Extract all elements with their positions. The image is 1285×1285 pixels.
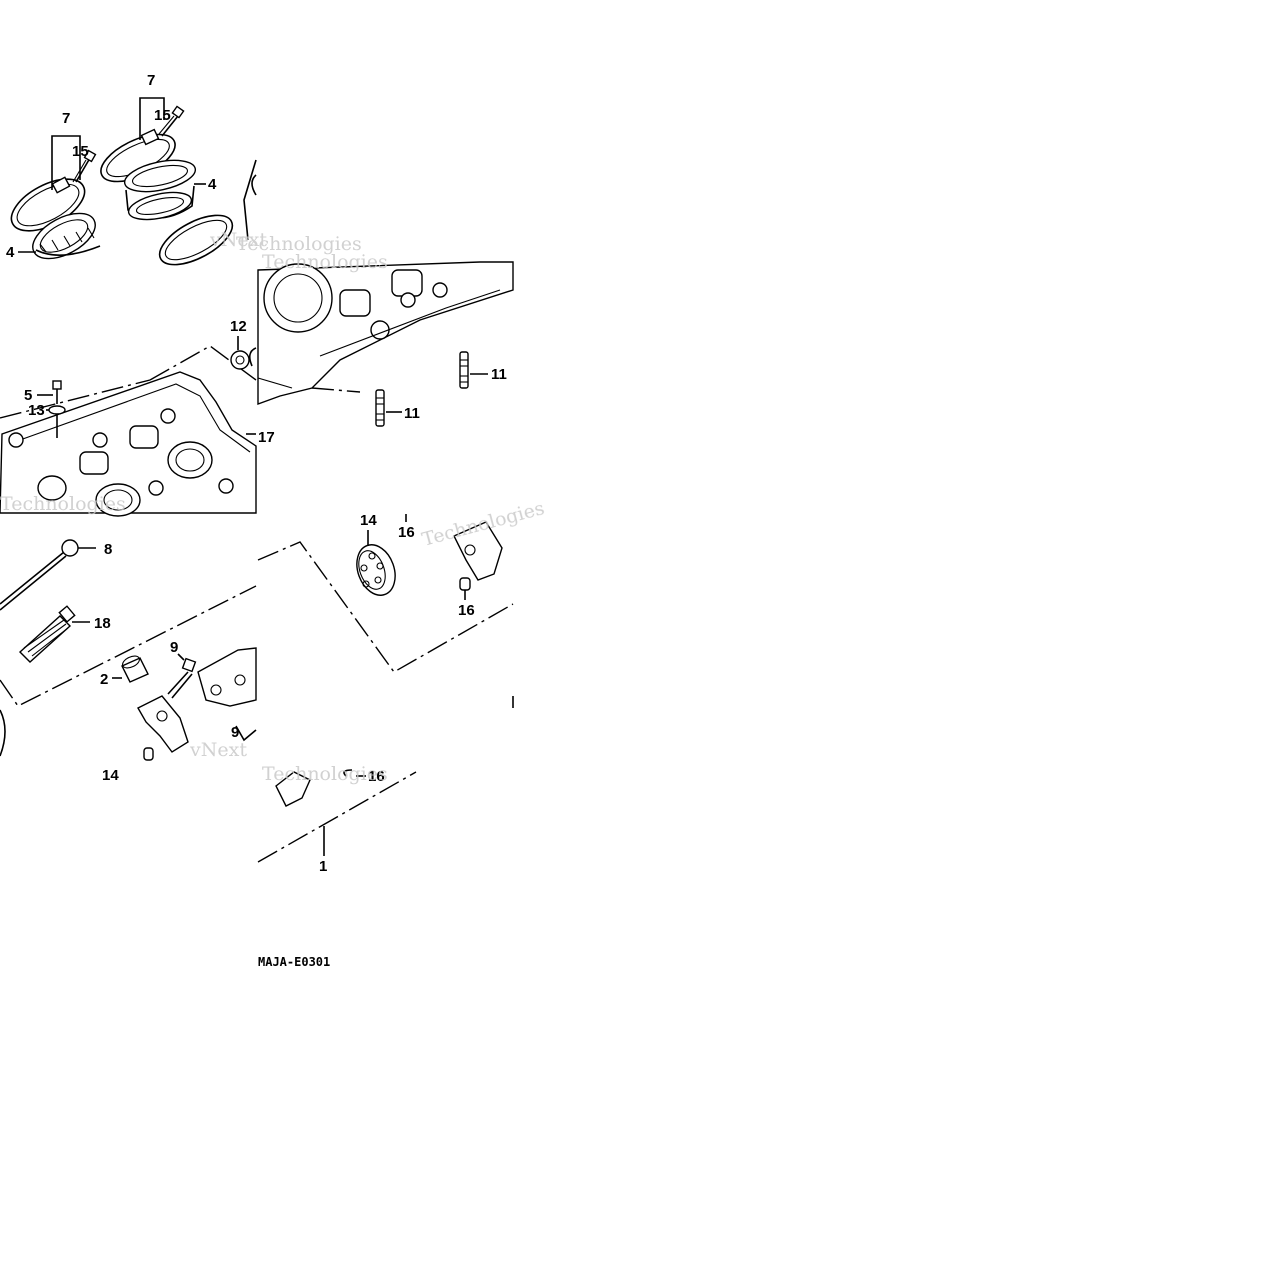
callout-4-left: 4 [6,244,15,261]
callout-9-bottom: 9 [231,724,239,741]
collar [121,655,149,683]
rocker-arm-lower [275,771,311,807]
callout-7-left: 7 [62,110,70,127]
long-bolt [0,539,79,611]
camshaft-holder [197,647,257,707]
tile-bearing-rocker [257,514,514,708]
watermark-text-1: vNext [209,229,267,251]
intake-insulator-right [123,159,197,221]
clamp-screw-left [75,157,91,183]
callout-8: 8 [104,541,112,558]
callout-2: 2 [100,671,108,688]
tile-cylinder-head [0,336,257,517]
head-bolt [167,657,197,699]
cylinder-head-body [0,371,257,517]
callout-15-right: 15 [154,107,171,124]
needle-bearing [356,544,396,596]
callout-7-right: 7 [147,72,155,89]
callout-4-right: 4 [208,176,217,193]
callout-12: 12 [230,318,247,335]
callout-1: 1 [319,858,327,875]
callout-16-top: 16 [398,524,415,541]
watermark-text-3: Technologies [262,251,388,273]
oil-bolt [52,380,62,404]
stud-bolt-right [459,351,469,389]
stud-bolt-left [375,389,385,427]
washer-13 [48,405,66,415]
tile-intake-clamps [10,97,257,266]
clamp-screw-right [161,115,179,137]
callout-16-bottom: 16 [368,768,385,785]
callout-11-right: 11 [491,366,507,383]
callout-18: 18 [94,615,111,632]
callout-13: 13 [28,402,45,419]
rocker-arm [453,521,503,581]
sealing-washer [230,350,250,370]
callout-14-partial: 14 [102,767,119,784]
intake-insulator-left [32,212,101,260]
callout-14: 14 [360,512,377,529]
callout-15-left: 15 [72,143,89,160]
rocker-arm-left [137,695,189,753]
callout-5: 5 [24,387,32,404]
tile-spark-plug [0,539,257,761]
callout-16-pin: 16 [458,602,475,619]
cylinder-head-upper [257,261,514,405]
callout-9-top: 9 [170,639,178,656]
dowel-pin [459,577,471,591]
tile-assembly-outline [257,769,417,863]
watermark-text-2: Technologies [236,233,362,255]
watermark-text-7: Technologies [262,763,388,785]
drawing-code: MAJA-E0301 [258,955,330,969]
callout-11-left: 11 [404,405,420,422]
watermark-text-4: Technologies [0,493,126,515]
watermark-text-6: vNext [189,739,247,761]
tile-head-studs [257,261,514,427]
spark-plug [18,605,76,663]
callout-17: 17 [258,429,275,446]
